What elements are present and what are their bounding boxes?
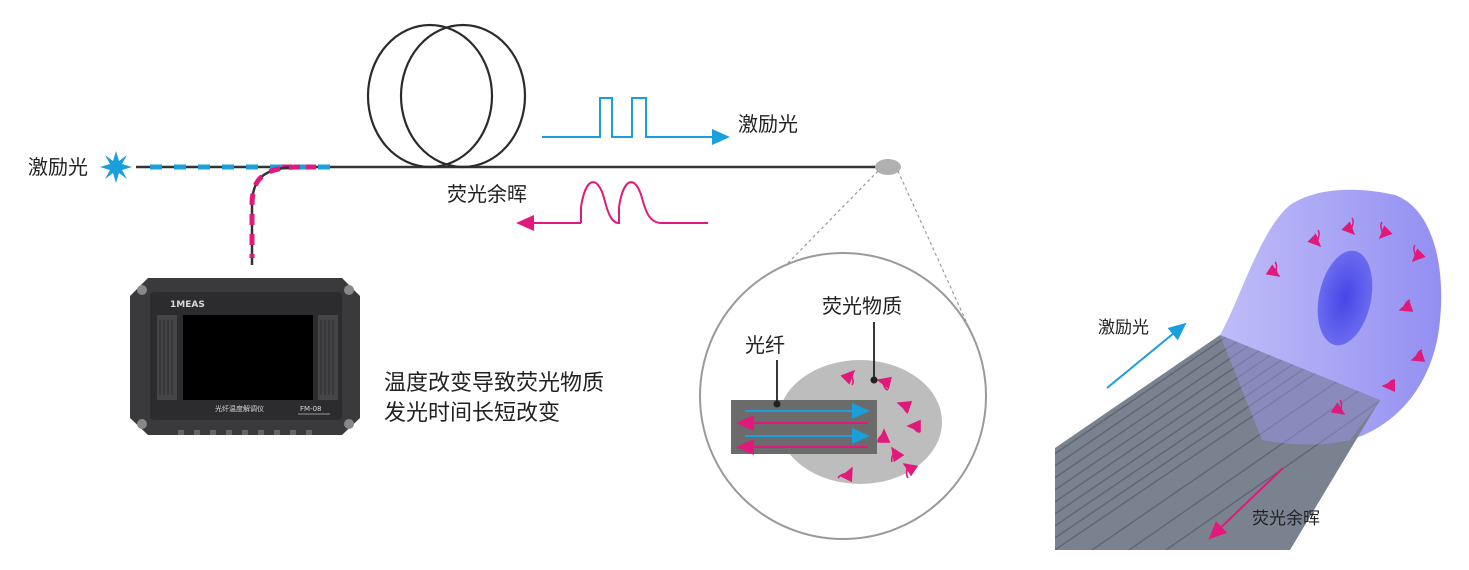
laser-star-icon	[100, 151, 132, 183]
fluorescence-arrow-right	[1208, 467, 1284, 540]
excitation-pulse-label: 激励光	[738, 112, 798, 136]
zoom-guide-right	[897, 170, 971, 331]
fiber-coil	[366, 23, 527, 169]
optical-fiber-label: 光纤	[745, 333, 785, 357]
fluorescent-material-label: 荧光物质	[822, 294, 902, 318]
excitation-pulse	[542, 97, 730, 145]
device-brand: 1MEAS	[170, 300, 205, 310]
caption-line-1: 温度改变导致荧光物质	[384, 371, 604, 396]
fluorescence-afterglow-right-label: 荧光余晖	[1252, 509, 1320, 529]
fiber-core	[731, 400, 877, 454]
device-screen	[183, 315, 313, 400]
excitation-light-right-label: 激励光	[1098, 318, 1149, 338]
fluorescence-squiggles	[837, 369, 921, 483]
fluorescence-afterglow-label: 荧光余晖	[447, 182, 527, 206]
demodulator-device: 1MEAS 光纤温度解调仪 FM-08	[130, 278, 360, 435]
fiber-bundle-3d	[1055, 189, 1442, 550]
caption-line-2: 发光时间长短改变	[384, 401, 560, 426]
fluorescence-dashes-branch	[249, 164, 301, 258]
device-model: FM-08	[300, 405, 322, 413]
excitation-light-label: 激励光	[28, 155, 88, 179]
excitation-arrow-right	[1106, 322, 1187, 389]
device-name: 光纤温度解调仪	[215, 404, 264, 413]
probe-tip	[875, 159, 901, 175]
fluorescence-pulse	[580, 181, 708, 224]
